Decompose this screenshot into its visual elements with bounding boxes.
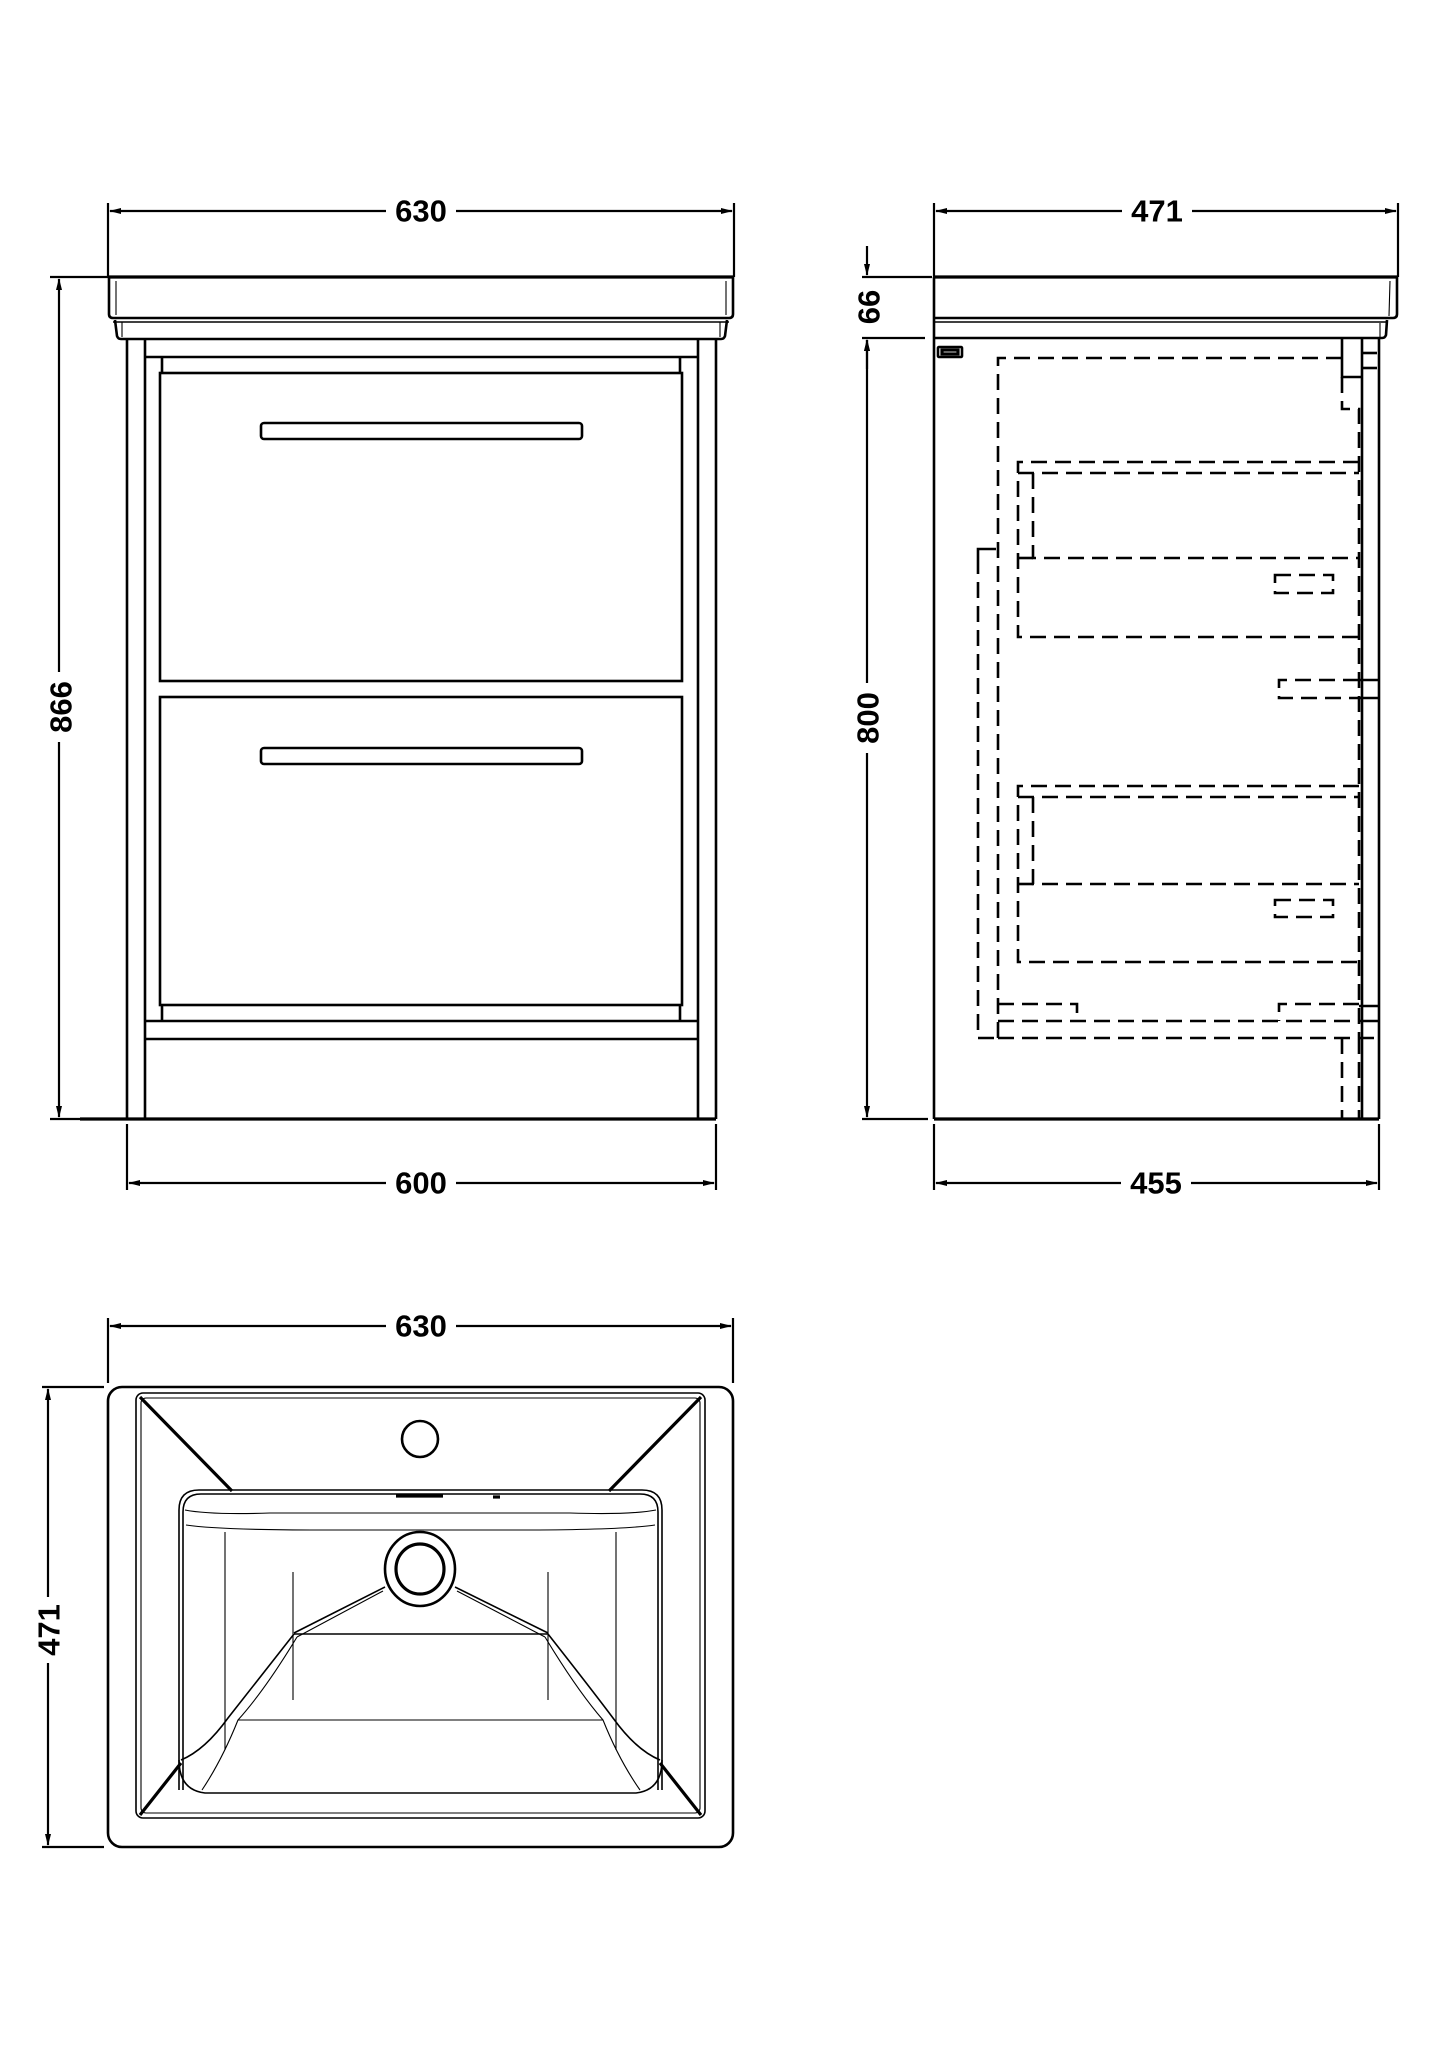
- side-view: 471 66 800 455: [850, 194, 1400, 1201]
- front-drawer-1: [158, 371, 684, 683]
- dim-label-side-cabinet-height: 800: [851, 692, 886, 744]
- front-cabinet: [80, 339, 718, 1121]
- dim-label-side-basin-height: 66: [852, 290, 887, 324]
- drawer-2-handle: [259, 746, 584, 766]
- waste-outlet-icon: [383, 1530, 457, 1608]
- dim-label-front-basin-width: 630: [395, 194, 447, 229]
- front-basin: [107, 275, 735, 341]
- front-dim-overall-height: 866: [42, 275, 120, 1121]
- dim-label-side-basin-depth: 471: [1131, 194, 1183, 229]
- front-dim-basin-width: 630: [106, 194, 736, 277]
- side-badge-icon: [936, 345, 964, 359]
- dim-label-plan-basin-depth: 471: [32, 1604, 67, 1656]
- front-dim-cabinet-width: 600: [125, 1124, 718, 1201]
- plan-dim-basin-depth: 471: [30, 1385, 104, 1849]
- dim-label-plan-basin-width: 630: [395, 1309, 447, 1344]
- front-view: 630 866 600: [42, 194, 736, 1201]
- basin-bowl: [178, 1489, 663, 1794]
- side-basin: [932, 275, 1399, 1119]
- side-dim-basin-height: 66: [850, 246, 932, 369]
- side-badge-inner: [940, 348, 960, 356]
- basin-inner-rim: [135, 1392, 706, 1819]
- dim-label-front-overall-height: 866: [44, 681, 79, 733]
- side-cabinet: [934, 338, 1381, 1121]
- plan-view: 630 471: [30, 1309, 735, 1849]
- corner-line-tl: [138, 1395, 234, 1493]
- basin-outer-edge: [106, 1385, 735, 1849]
- drawer-1-handle: [259, 421, 584, 441]
- dim-label-side-cabinet-depth: 455: [1130, 1166, 1182, 1201]
- corner-line-bl: [138, 1762, 183, 1816]
- plan-dim-basin-width: 630: [106, 1309, 735, 1383]
- side-dim-basin-depth: 471: [932, 194, 1400, 277]
- side-drawer-1-handle: [1273, 573, 1335, 595]
- tap-hole-icon: [400, 1419, 440, 1459]
- side-drawer-2-handle: [1273, 898, 1335, 919]
- corner-line-tr: [607, 1395, 703, 1493]
- dim-label-front-cabinet-width: 600: [395, 1166, 447, 1201]
- side-dim-cabinet-height: 800: [850, 339, 928, 1121]
- front-drawer-2: [158, 695, 684, 1007]
- corner-line-br: [658, 1762, 703, 1816]
- side-dim-cabinet-depth: 455: [932, 1124, 1381, 1201]
